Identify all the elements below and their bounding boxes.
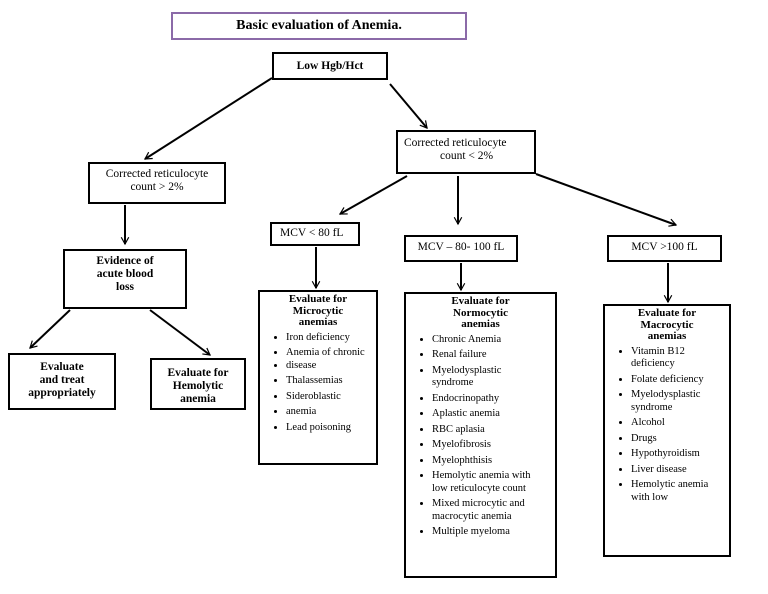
acute-blood-loss-line-2: acute blood (96, 268, 154, 280)
arrow-root-to-retic-low (389, 83, 428, 129)
microcytic-item: anemia (286, 406, 372, 419)
macrocytic-item: Liver disease (631, 464, 715, 477)
macrocytic-item: Drugs (631, 433, 715, 446)
macrocytic-item: Hypothyroidism (631, 448, 715, 461)
macrocytic-item: Alcohol (631, 417, 715, 430)
microcytic-item: Sideroblastic (286, 391, 372, 404)
macrocytic-node: Evaluate for Macrocytic anemias Vitamin … (603, 304, 731, 557)
retic-low-node: Corrected reticulocyte count < 2% (396, 130, 536, 174)
microcytic-head-1: Evaluate for (288, 293, 348, 305)
mcv-low-node: MCV < 80 fL (270, 222, 360, 246)
macrocytic-head-2: Macrocytic (640, 318, 694, 331)
normocytic-item: Myelophthisis (432, 455, 545, 468)
normocytic-item: Renal failure (432, 349, 545, 362)
mcv-high-node: MCV >100 fL (607, 235, 722, 262)
normocytic-item: Myelodysplastic syndrome (432, 365, 545, 390)
normocytic-item: Chronic Anemia (432, 334, 545, 347)
treat-line-1: Evaluate (40, 361, 84, 373)
arrow-retic-low-to-mcv-high (535, 173, 678, 227)
retic-high-line-1: Corrected reticulocyte (105, 168, 209, 180)
hemolytic-node: Evaluate for Hemolytic anemia (150, 358, 246, 410)
macrocytic-item: Vitamin B12 deficiency (631, 346, 715, 371)
normocytic-head-3: anemias (461, 318, 500, 330)
low-hgb-hct-node: Low Hgb/Hct (272, 52, 388, 80)
microcytic-node: Evaluate for Microcytic anemias Iron def… (258, 290, 378, 465)
normocytic-item: Multiple myeloma (432, 526, 545, 539)
mcv-mid-label: MCV – 80- 100 fL (417, 241, 505, 253)
normocytic-item: Aplastic anemia (432, 408, 545, 421)
macrocytic-item: Myelodysplastic syndrome (631, 389, 715, 414)
acute-blood-loss-line-1: Evidence of (96, 255, 154, 267)
mcv-mid-node: MCV – 80- 100 fL (404, 235, 518, 262)
arrow-evidence-to-hemolytic (149, 309, 211, 356)
macrocytic-head-3: anemias (647, 330, 687, 342)
arrow-root-to-retic-high (143, 77, 273, 160)
microcytic-item: Iron deficiency (286, 332, 372, 345)
normocytic-item: Hemolytic anemia with low reticulocyte c… (432, 470, 545, 495)
macrocytic-head-1: Evaluate for (637, 307, 697, 319)
hemolytic-line-1: Evaluate for (167, 367, 229, 379)
normocytic-item: Endocrinopathy (432, 393, 545, 406)
treat-line-2: and treat (39, 374, 85, 386)
microcytic-item: Lead poisoning (286, 422, 372, 435)
macrocytic-item: Folate deficiency (631, 374, 715, 387)
microcytic-head-3: anemias (298, 316, 338, 328)
retic-high-node: Corrected reticulocyte count > 2% (88, 162, 226, 204)
retic-low-line-2: count < 2% (440, 150, 494, 162)
normocytic-node: Evaluate for Normocytic anemias Chronic … (404, 292, 557, 578)
hemolytic-line-3: anemia (180, 393, 216, 405)
normocytic-head-1: Evaluate for (451, 295, 510, 307)
normocytic-item: RBC aplasia (432, 424, 545, 437)
acute-blood-loss-node: Evidence of acute blood loss (63, 249, 187, 309)
normocytic-item: Mixed microcytic and macrocytic anemia (432, 498, 545, 523)
acute-blood-loss-line-3: loss (116, 281, 134, 293)
normocytic-item: Myelofibrosis (432, 439, 545, 452)
low-hgb-hct-label: Low Hgb/Hct (296, 60, 364, 72)
macrocytic-item: Hemolytic anemia with low (631, 479, 715, 504)
mcv-high-label: MCV >100 fL (631, 241, 698, 253)
mcv-low-label: MCV < 80 fL (280, 227, 344, 239)
arrow-retic-low-to-mcv-low (338, 175, 408, 215)
retic-low-line-1: Corrected reticulocyte (404, 137, 507, 149)
microcytic-item: disease (286, 360, 372, 373)
arrow-evidence-to-treat (29, 309, 71, 349)
diagram-title: Basic evaluation of Anemia. (171, 12, 467, 40)
retic-high-line-2: count > 2% (130, 181, 184, 193)
microcytic-item: Thalassemias (286, 375, 372, 388)
normocytic-head-2: Normocytic (453, 306, 508, 319)
microcytic-item: Anemia of chronic (286, 347, 372, 360)
hemolytic-line-2: Hemolytic (172, 380, 224, 392)
treat-node: Evaluate and treat appropriately (8, 353, 116, 410)
treat-line-3: appropriately (28, 387, 96, 399)
microcytic-head-2: Microcytic (292, 304, 344, 317)
